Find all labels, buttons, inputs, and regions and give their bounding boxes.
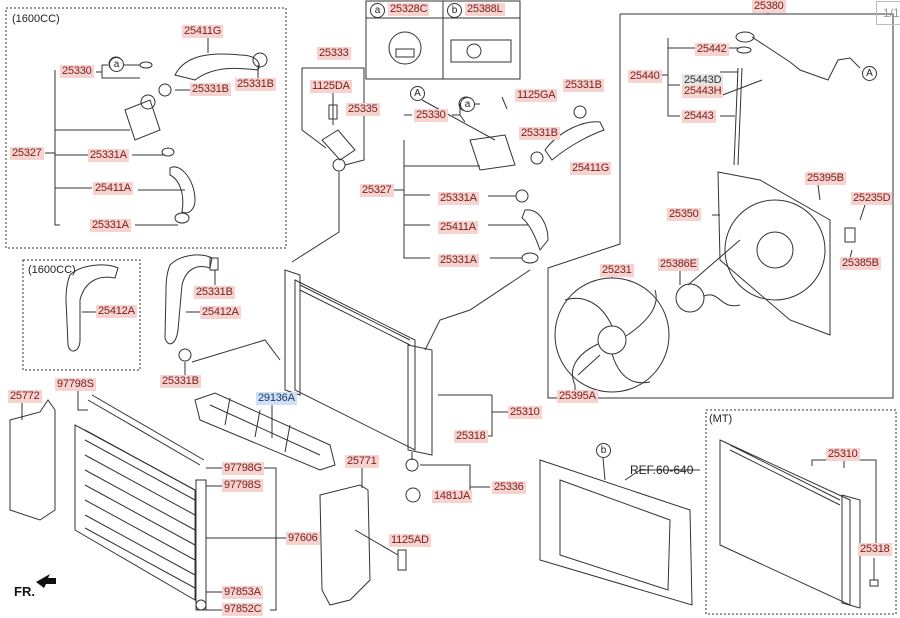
- part-label-25395A[interactable]: 25395A: [557, 390, 598, 403]
- part-label-25327[interactable]: 25327: [10, 147, 44, 160]
- part-label-25411G[interactable]: 25411G: [182, 25, 224, 38]
- part-label-25327[interactable]: 25327: [360, 184, 394, 197]
- callout-a-1600cc: a: [109, 57, 124, 72]
- part-label-25412A[interactable]: 25412A: [96, 305, 137, 318]
- part-label-25318[interactable]: 25318: [454, 430, 488, 443]
- part-label-25411A[interactable]: 25411A: [438, 221, 478, 234]
- part-label-29136A[interactable]: 29136A: [256, 392, 297, 405]
- part-label-25350[interactable]: 25350: [667, 208, 701, 221]
- part-label-25330[interactable]: 25330: [60, 65, 94, 78]
- callout-a-hose: a: [460, 97, 475, 112]
- part-label-25310[interactable]: 25310: [826, 448, 860, 461]
- part-label-1125GA[interactable]: 1125GA: [515, 89, 558, 102]
- part-label-25385B[interactable]: 25385B: [840, 257, 881, 270]
- part-label-1125AD[interactable]: 1125AD: [389, 534, 431, 547]
- callout-b-carrier: b: [596, 443, 611, 458]
- part-label-25331A[interactable]: 25331A: [438, 192, 479, 205]
- part-label-25411A[interactable]: 25411A: [93, 182, 133, 195]
- legend-part-b[interactable]: 25388L: [465, 3, 505, 16]
- legend-marker-b: b: [447, 3, 462, 18]
- group-box-1600cc-hose: [22, 259, 141, 371]
- part-label-97852C[interactable]: 97852C: [222, 603, 264, 616]
- part-label-25386E[interactable]: 25386E: [658, 258, 699, 271]
- callout-A-reservoir: A: [862, 66, 877, 81]
- part-label-25771[interactable]: 25771: [345, 455, 379, 468]
- part-label-25331B[interactable]: 25331B: [160, 375, 201, 388]
- group-box-1600cc-top: [5, 7, 287, 249]
- part-label-25231[interactable]: 25231: [600, 264, 634, 277]
- part-label-25331A[interactable]: 25331A: [90, 219, 131, 232]
- part-label-25443D[interactable]: 25443D: [682, 74, 724, 87]
- part-label-25333[interactable]: 25333: [317, 47, 351, 60]
- part-label-25331A[interactable]: 25331A: [438, 254, 479, 267]
- part-label-25772[interactable]: 25772: [8, 390, 42, 403]
- part-label-97798S[interactable]: 97798S: [55, 378, 96, 391]
- group-box-mt: [705, 409, 897, 615]
- part-label-25318[interactable]: 25318: [858, 543, 892, 556]
- fan-shroud: [717, 171, 831, 336]
- front-end-carrier: [539, 459, 693, 606]
- group-title-1600cc-top: (1600CC): [12, 13, 60, 25]
- part-label-25380[interactable]: 25380: [752, 0, 786, 13]
- group-title-mt: (MT): [709, 413, 733, 425]
- reference-label[interactable]: REF.60-640: [630, 463, 694, 477]
- part-label-25411G[interactable]: 25411G: [570, 162, 612, 175]
- part-label-25442[interactable]: 25442: [695, 43, 729, 56]
- part-label-25235D[interactable]: 25235D: [851, 192, 893, 205]
- part-label-25395B[interactable]: 25395B: [805, 172, 846, 185]
- part-label-1125DA[interactable]: 1125DA: [310, 80, 352, 93]
- part-label-25335[interactable]: 25335: [346, 103, 380, 116]
- part-label-97798S[interactable]: 97798S: [222, 479, 263, 492]
- part-label-25331B[interactable]: 25331B: [190, 83, 231, 96]
- part-label-1481JA[interactable]: 1481JA: [432, 490, 473, 503]
- part-label-25336[interactable]: 25336: [492, 481, 526, 494]
- part-label-25443H[interactable]: 25443H: [682, 85, 724, 98]
- part-label-25331B[interactable]: 25331B: [235, 78, 276, 91]
- callout-A-hose: A: [410, 86, 425, 101]
- fan-assembly-box: [547, 13, 894, 399]
- part-label-25412A[interactable]: 25412A: [200, 306, 241, 319]
- part-label-25331B[interactable]: 25331B: [519, 127, 560, 140]
- front-direction-arrow: [36, 574, 56, 588]
- part-label-97798G[interactable]: 97798G: [222, 462, 264, 475]
- radiator-core: [294, 279, 416, 451]
- part-label-97606[interactable]: 97606: [286, 532, 320, 545]
- part-label-25440[interactable]: 25440: [628, 70, 662, 83]
- part-label-25331B[interactable]: 25331B: [563, 79, 604, 92]
- part-label-25331B[interactable]: 25331B: [194, 286, 235, 299]
- part-label-25331A[interactable]: 25331A: [88, 149, 129, 162]
- part-label-97853A[interactable]: 97853A: [222, 586, 263, 599]
- legend-part-a[interactable]: 25328C: [388, 3, 430, 16]
- legend-marker-a: a: [370, 3, 385, 18]
- part-label-25310[interactable]: 25310: [508, 406, 542, 419]
- group-title-1600cc-hose: (1600CC): [28, 264, 76, 276]
- part-label-25330[interactable]: 25330: [414, 109, 448, 122]
- page-indicator: 1/1: [876, 1, 900, 25]
- front-indicator: FR.: [14, 584, 35, 599]
- part-label-25443[interactable]: 25443: [682, 110, 716, 123]
